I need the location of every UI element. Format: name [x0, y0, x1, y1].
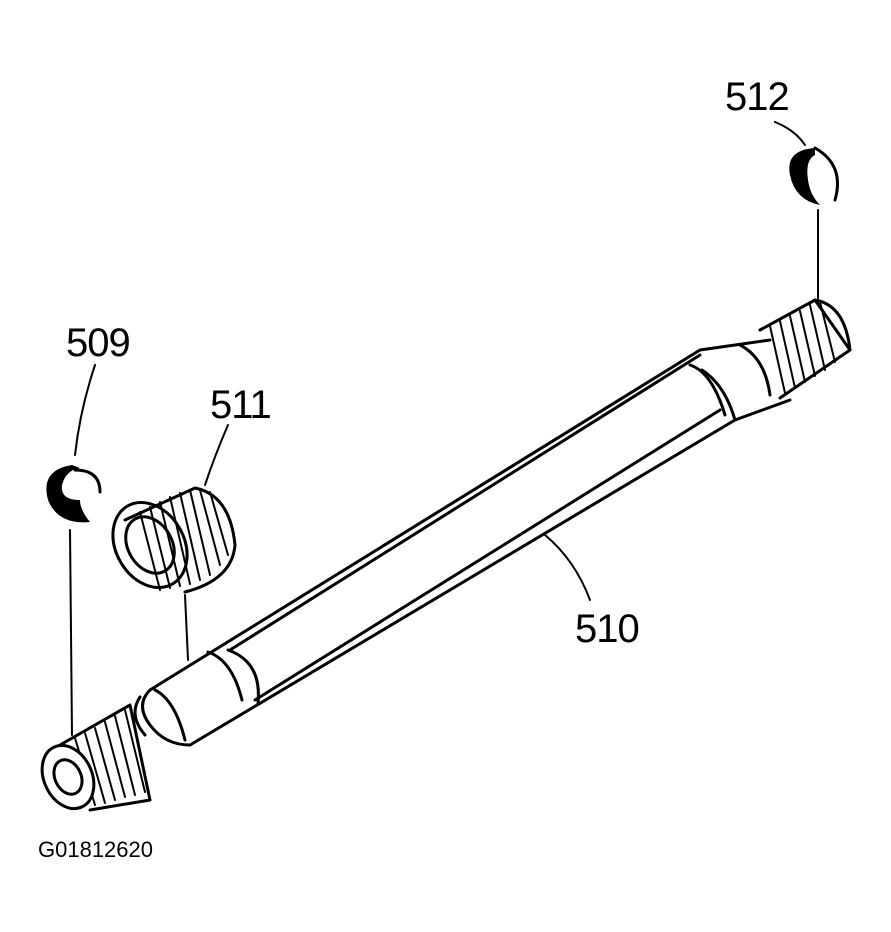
left-snap-ring [46, 364, 102, 736]
leader-512 [774, 121, 806, 146]
callout-509: 509 [66, 321, 130, 365]
bearing [111, 424, 237, 661]
callout-512: 512 [725, 75, 789, 119]
right-snap-ring [774, 121, 839, 299]
left-spline [40, 703, 152, 812]
shaft [40, 298, 852, 812]
callout-510: 510 [575, 607, 639, 651]
callout-511: 511 [210, 383, 271, 427]
leader-509 [74, 364, 96, 456]
figure-id: G01812620 [38, 837, 153, 862]
right-spline [758, 298, 852, 400]
leader-511 [204, 424, 229, 486]
leader-510 [544, 534, 591, 601]
